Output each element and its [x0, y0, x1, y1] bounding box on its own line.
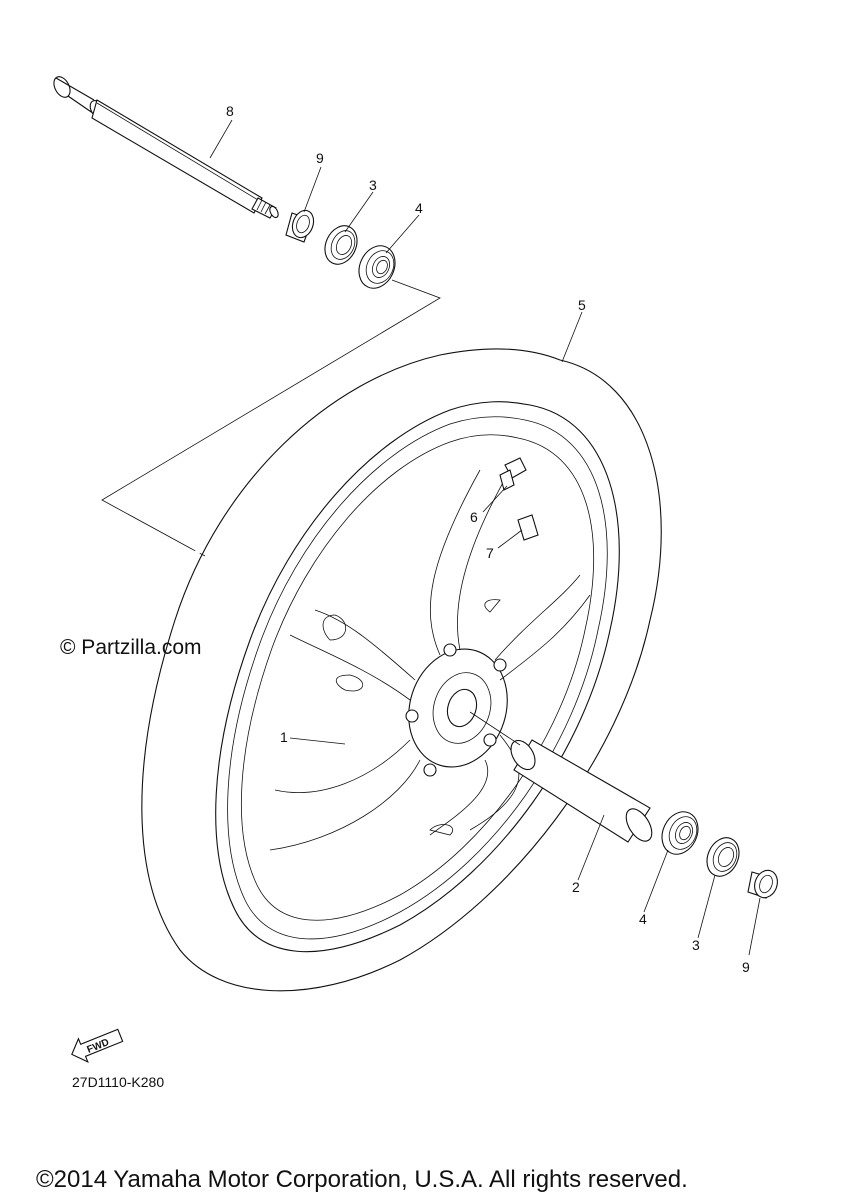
diagram-code: 27D1110-K280 — [72, 1074, 164, 1090]
callout-2-spacer: 2 — [572, 879, 580, 895]
cast-wheel[interactable] — [269, 469, 591, 851]
front-axle[interactable] — [51, 74, 280, 219]
callout-9-top-collar: 9 — [316, 150, 324, 166]
callout-8-axle: 8 — [226, 103, 234, 119]
top-oil-seal[interactable] — [319, 221, 363, 270]
callout-9-bottom-collar: 9 — [742, 959, 750, 975]
top-bearing[interactable] — [352, 240, 401, 294]
leader-lines — [209, 119, 761, 956]
wheel-spacer[interactable] — [469, 711, 657, 846]
callout-6-valve: 6 — [470, 509, 478, 525]
bottom-oil-seal[interactable] — [701, 833, 745, 882]
balance-weight[interactable] — [517, 514, 539, 541]
callout-1-wheel: 1 — [280, 729, 288, 745]
tire[interactable] — [141, 348, 662, 992]
fwd-label: FWD — [86, 1037, 111, 1056]
callout-4-bottom-bearing: 4 — [639, 911, 647, 927]
top-collar[interactable] — [285, 207, 317, 243]
assembly-guide-line — [101, 279, 441, 557]
callout-5-tire: 5 — [578, 297, 586, 313]
callout-3-bottom-seal: 3 — [692, 937, 700, 953]
bottom-collar[interactable] — [747, 867, 781, 901]
callout-3-top-seal: 3 — [369, 177, 377, 193]
bottom-bearing[interactable] — [655, 806, 704, 860]
fwd-arrow-icon: FWD — [71, 1028, 124, 1064]
partzilla-watermark: © Partzilla.com — [60, 636, 202, 659]
tire-valve[interactable] — [499, 457, 527, 491]
copyright-notice: ©2014 Yamaha Motor Corporation, U.S.A. A… — [36, 1166, 688, 1193]
callout-4-top-bearing: 4 — [415, 200, 423, 216]
callout-7-weight: 7 — [486, 545, 494, 561]
